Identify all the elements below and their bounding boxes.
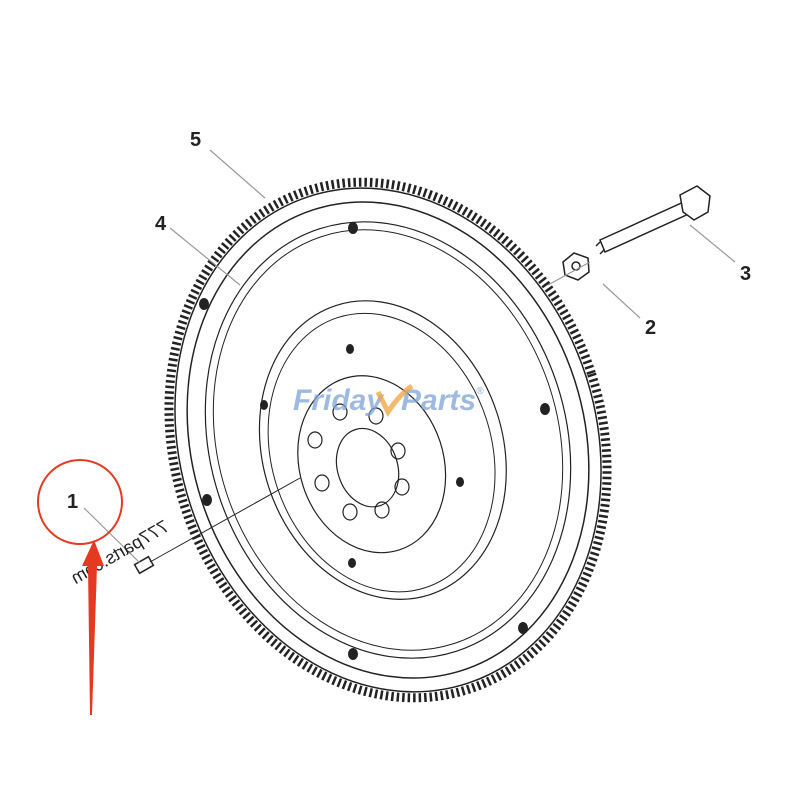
flywheel-face-ring-2 <box>212 229 564 651</box>
highlight-arrow <box>82 540 104 715</box>
leader-lines <box>83 149 736 564</box>
ring-gear-teeth <box>164 177 612 703</box>
part-label-4: 4 <box>155 213 167 235</box>
highlight-circle <box>37 459 123 545</box>
mirrored-watermark: 777parts.com <box>68 516 172 588</box>
hub-outer <box>297 375 447 554</box>
bolt-part-3 <box>595 185 711 255</box>
hub-inner <box>335 427 400 508</box>
hub-bolt-holes <box>307 403 410 521</box>
part-label-1: 1 <box>67 491 78 513</box>
flywheel-face-ring <box>204 221 572 659</box>
flywheel-rim <box>186 201 590 679</box>
clutch-ring-2 <box>267 312 496 593</box>
dowel-part-1 <box>133 477 301 575</box>
clutch-ring <box>258 300 507 600</box>
part-label-5: 5 <box>190 129 201 151</box>
watermark-swoosh <box>375 383 414 417</box>
part-label-3: 3 <box>740 263 751 285</box>
part-label-2: 2 <box>645 317 656 339</box>
ring-gear-outer <box>174 187 602 693</box>
bolt-holes <box>199 222 550 660</box>
nut-part-2 <box>562 252 590 281</box>
